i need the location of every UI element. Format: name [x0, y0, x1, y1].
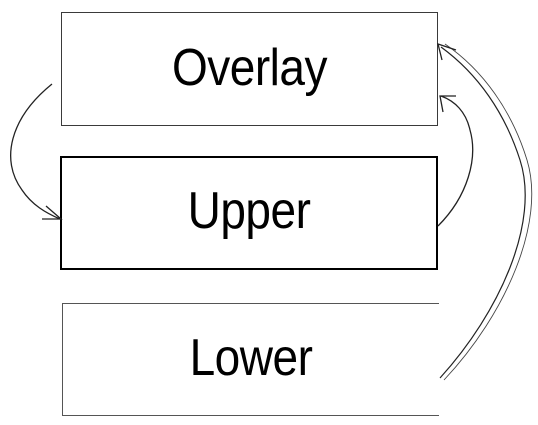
lower-to-overlay-arrow [439, 46, 526, 379]
overlay-layer-box: Overlay [61, 12, 438, 126]
lower-to-overlay-arrowhead-icon [437, 43, 457, 61]
lower-to-overlay-arrow-outer [443, 43, 533, 381]
overlay-layer-label: Overlay [172, 37, 327, 97]
upper-to-overlay-arrow [437, 95, 474, 227]
upper-to-overlay-arrowhead-icon [439, 95, 456, 113]
overlay-to-upper-arrowhead-icon [42, 205, 63, 220]
overlay-to-upper-arrow [10, 83, 61, 220]
lower-layer-box: Lower [62, 303, 439, 416]
upper-layer-box: Upper [60, 156, 438, 270]
lower-layer-label: Lower [189, 327, 313, 386]
upper-layer-label: Upper [187, 180, 311, 240]
